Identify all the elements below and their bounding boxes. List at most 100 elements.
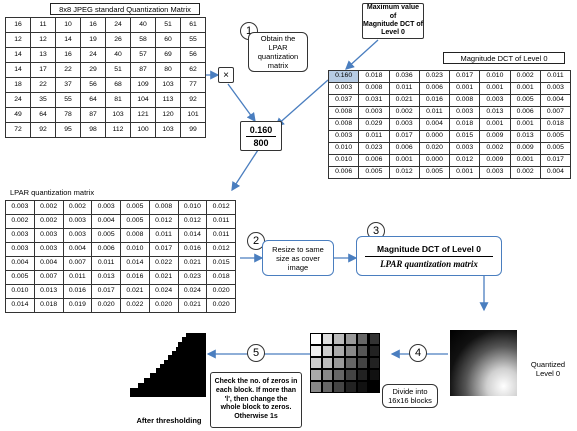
matrix-cell: 14 <box>5 62 31 78</box>
step-3-denominator: LPAR quantization matrix <box>380 258 478 269</box>
matrix-cell: 58 <box>130 32 156 48</box>
matrix-cell: 87 <box>80 107 106 123</box>
block-cell <box>334 382 344 392</box>
matrix-cell: 40 <box>130 17 156 33</box>
step-5-text: Check the no. of zeros in each block. If… <box>214 378 298 421</box>
matrix-cell: 0.006 <box>91 242 121 257</box>
block-cell <box>357 382 368 392</box>
block-cell <box>357 358 368 368</box>
block-cell <box>334 334 344 344</box>
matrix-cell: 61 <box>180 17 206 33</box>
block-cell <box>334 358 344 368</box>
matrix-cell: 0.020 <box>91 298 121 313</box>
matrix-cell: 0.005 <box>358 166 390 179</box>
step-3-numerator: Magnitude DCT of Level 0 <box>365 244 493 257</box>
matrix-cell: 0.012 <box>177 214 208 229</box>
matrix-cell: 24 <box>5 92 31 108</box>
jpeg-matrix-title: 8x8 JPEG standard Quantization Matrix <box>50 3 200 15</box>
matrix-cell: 0.015 <box>448 130 481 143</box>
matrix-cell: 99 <box>180 122 206 138</box>
matrix-cell: 13 <box>30 47 56 63</box>
matrix-cell: 0.008 <box>120 228 150 243</box>
matrix-cell: 0.016 <box>418 94 451 107</box>
matrix-cell: 0.003 <box>388 118 420 131</box>
matrix-cell: 0.001 <box>509 154 541 167</box>
block-cell <box>369 370 379 380</box>
block-cell <box>311 370 321 380</box>
matrix-cell: 0.002 <box>388 106 420 119</box>
matrix-cell: 0.012 <box>206 200 236 215</box>
block-cell <box>346 370 356 380</box>
matrix-cell: 56 <box>180 47 206 63</box>
block-cell <box>346 382 356 392</box>
matrix-cell: 0.013 <box>509 130 541 143</box>
matrix-cell: 0.005 <box>509 94 541 107</box>
matrix-cell: 0.003 <box>91 200 121 215</box>
matrix-cell: 0.037 <box>327 94 360 107</box>
matrix-cell: 0.005 <box>120 214 150 229</box>
matrix-cell: 24 <box>80 47 106 63</box>
matrix-cell: 0.001 <box>509 118 541 131</box>
matrix-cell: 11 <box>30 17 56 33</box>
matrix-cell: 0.004 <box>539 166 572 179</box>
matrix-cell: 18 <box>5 77 31 93</box>
matrix-cell: 0.014 <box>177 228 208 243</box>
matrix-cell: 0.021 <box>148 270 179 285</box>
block-cell <box>334 370 344 380</box>
matrix-cell: 0.022 <box>120 298 150 313</box>
matrix-cell: 0.006 <box>418 82 451 95</box>
arrow-cell-to-fraction <box>275 79 329 127</box>
step-1-text: Obtain the LPAR quantization matrix <box>257 34 299 70</box>
matrix-cell: 26 <box>105 32 131 48</box>
matrix-cell: 0.010 <box>177 200 208 215</box>
block-cell <box>357 370 368 380</box>
matrix-cell: 14 <box>55 32 81 48</box>
matrix-cell: 29 <box>80 62 106 78</box>
matrix-cell: 51 <box>105 62 131 78</box>
matrix-cell: 0.021 <box>177 298 208 313</box>
quantized-caption: Quantized Level 0 <box>530 360 566 379</box>
arrow-fraction-to-lpar <box>231 149 259 192</box>
magnitude-dct-title: Magnitude DCT of Level 0 <box>443 52 565 64</box>
scaling-fraction: 0.160 800 <box>240 121 282 151</box>
matrix-cell: 0.013 <box>479 106 511 119</box>
matrix-cell: 0.008 <box>327 118 360 131</box>
matrix-cell: 0.017 <box>539 154 572 167</box>
matrix-cell: 0.024 <box>148 284 179 299</box>
matrix-cell: 0.011 <box>62 270 93 285</box>
matrix-cell: 0.003 <box>5 242 35 257</box>
matrix-cell: 0.002 <box>33 200 64 215</box>
matrix-cell: 0.005 <box>91 228 121 243</box>
matrix-cell: 0.015 <box>206 256 236 271</box>
matrix-cell: 0.010 <box>327 142 360 155</box>
step-4-text: Divide into 16x16 blocks <box>388 387 432 405</box>
matrix-cell: 0.012 <box>206 242 236 257</box>
step-3-box: Magnitude DCT of Level 0 LPAR quantizati… <box>356 236 502 276</box>
matrix-cell: 0.005 <box>539 130 572 143</box>
matrix-cell: 0.008 <box>358 82 390 95</box>
matrix-cell: 0.003 <box>327 130 360 143</box>
block-cell <box>311 334 321 344</box>
step-4-badge: 4 <box>409 344 427 362</box>
block-cell <box>346 334 356 344</box>
matrix-cell: 0.010 <box>120 242 150 257</box>
matrix-cell: 0.011 <box>148 228 179 243</box>
matrix-cell: 56 <box>80 77 106 93</box>
matrix-cell: 0.001 <box>479 118 511 131</box>
matrix-cell: 0.001 <box>388 154 420 167</box>
matrix-cell: 0.005 <box>5 270 35 285</box>
matrix-cell: 0.011 <box>358 130 390 143</box>
max-value-text: Maximum value of Magnitude DCT of Level … <box>363 4 423 37</box>
matrix-cell: 62 <box>180 62 206 78</box>
step-2-box: Resize to same size as cover image <box>262 240 334 276</box>
matrix-cell: 49 <box>5 107 31 123</box>
matrix-cell: 0.003 <box>33 242 64 257</box>
max-value-callout: Maximum value of Magnitude DCT of Level … <box>362 3 424 39</box>
